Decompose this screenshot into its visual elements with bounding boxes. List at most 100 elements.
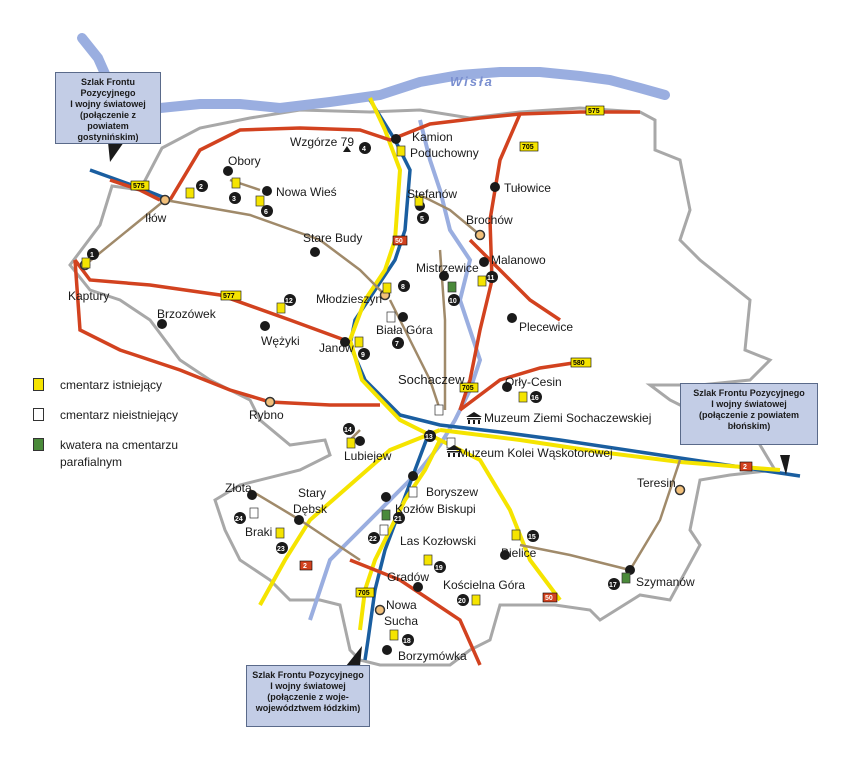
svg-text:7: 7 bbox=[395, 341, 399, 348]
town-label: Kozłów Biskupi bbox=[395, 502, 476, 516]
svg-text:575: 575 bbox=[133, 183, 145, 190]
svg-text:9: 9 bbox=[361, 352, 365, 359]
svg-text:577: 577 bbox=[223, 293, 235, 300]
svg-text:20: 20 bbox=[458, 598, 466, 605]
svg-text:15: 15 bbox=[528, 534, 536, 541]
south-box-pointer bbox=[346, 646, 362, 666]
south-route-box: Szlak Frontu Pozycyjnego I wojny światow… bbox=[246, 665, 370, 727]
town-label: Kościelna Góra bbox=[443, 578, 525, 592]
town-label: Janów bbox=[319, 341, 354, 355]
svg-text:580: 580 bbox=[573, 360, 585, 367]
svg-text:13: 13 bbox=[425, 434, 433, 441]
svg-text:5: 5 bbox=[420, 216, 424, 223]
town-label: Gradów bbox=[387, 570, 429, 584]
town-label: Brzozówek bbox=[157, 307, 217, 321]
town-label: Braki bbox=[245, 525, 272, 539]
town-labels: Wzgórze 79 Kamion Poduchowny Obory Nowa … bbox=[68, 130, 695, 663]
town-label: Bielice bbox=[501, 546, 537, 560]
town-label: Muzeum Ziemi Sochaczewskiej bbox=[484, 411, 651, 425]
west-route-box: Szlak Frontu Pozycyjnego I wojny światow… bbox=[55, 72, 161, 144]
svg-text:2: 2 bbox=[743, 464, 747, 471]
wzgorze-marker-icon bbox=[343, 146, 351, 152]
local-roads bbox=[84, 178, 682, 572]
town-label: Orły-Cesin bbox=[505, 375, 562, 389]
svg-text:705: 705 bbox=[522, 144, 534, 151]
cemetery-icons bbox=[81, 145, 631, 641]
svg-text:21: 21 bbox=[394, 516, 402, 523]
town-label: Młodzieszyn bbox=[316, 292, 382, 306]
town-label: Plecewice bbox=[519, 320, 573, 334]
svg-text:2: 2 bbox=[303, 563, 307, 570]
town-label: Tułowice bbox=[504, 181, 551, 195]
svg-text:22: 22 bbox=[369, 536, 377, 543]
svg-text:4: 4 bbox=[362, 146, 366, 153]
east-box-pointer bbox=[780, 455, 790, 475]
town-label: Kaptury bbox=[68, 289, 109, 303]
town-label: Rybno bbox=[249, 408, 284, 422]
town-label: Nowa Wieś bbox=[276, 185, 337, 199]
town-label: Lubiejew bbox=[344, 449, 392, 463]
svg-text:8: 8 bbox=[401, 284, 405, 291]
west-box-pointer bbox=[108, 142, 124, 162]
town-label: Borzymówka bbox=[398, 649, 467, 663]
svg-text:1: 1 bbox=[90, 252, 94, 259]
vistula-river bbox=[77, 33, 670, 114]
svg-text:705: 705 bbox=[462, 385, 474, 392]
county-border bbox=[68, 106, 778, 667]
legend-item-parish: kwatera na cmentarzu bbox=[33, 438, 178, 452]
road-2 bbox=[258, 428, 781, 606]
town-label: Iłów bbox=[145, 211, 167, 225]
parish-quarter-icon bbox=[33, 438, 44, 451]
town-label: Biała Góra bbox=[376, 323, 433, 337]
town-label: Złota bbox=[225, 481, 252, 495]
road-shields: 575 575 705 50 577 580 705 2 2 50 705 bbox=[130, 105, 753, 603]
town-label: Mistrzewice bbox=[416, 261, 479, 275]
town-label: Wzgórze 79 bbox=[290, 135, 354, 149]
legend-item-parish-cont: parafialnym bbox=[60, 455, 123, 469]
town-hubs bbox=[79, 194, 686, 616]
town-label: Malanowo bbox=[491, 253, 546, 267]
svg-text:575: 575 bbox=[588, 108, 600, 115]
town-label: Obory bbox=[228, 154, 261, 168]
town-label: Wężyki bbox=[261, 334, 300, 348]
road-50 bbox=[347, 97, 562, 602]
town-label: Szymanów bbox=[636, 575, 695, 589]
svg-text:14: 14 bbox=[344, 427, 352, 434]
town-label: Sochaczew bbox=[398, 372, 465, 387]
town-label: Muzeum Kolei Wąskotorowej bbox=[458, 446, 613, 460]
legend-item-nonexistent: cmentarz nieistniejący bbox=[33, 408, 178, 422]
museum-icons bbox=[446, 412, 482, 457]
svg-text:10: 10 bbox=[449, 298, 457, 305]
river-label: Wisła bbox=[450, 74, 494, 89]
svg-text:16: 16 bbox=[531, 395, 539, 402]
svg-text:50: 50 bbox=[545, 595, 553, 602]
east-route-box: Szlak Frontu Pozycyjnego I wojny światow… bbox=[680, 383, 818, 445]
svg-text:705: 705 bbox=[358, 590, 370, 597]
legend-item-existing: cmentarz istniejący bbox=[33, 378, 162, 392]
svg-text:2: 2 bbox=[199, 184, 203, 191]
svg-text:12: 12 bbox=[285, 298, 293, 305]
road-577 bbox=[73, 258, 380, 407]
town-label: Las Kozłowski bbox=[400, 534, 476, 548]
svg-text:3: 3 bbox=[232, 196, 236, 203]
existing-cemetery-icon bbox=[33, 378, 44, 391]
town-label: Teresin bbox=[637, 476, 676, 490]
road-580 bbox=[458, 360, 581, 412]
town-label: Stary bbox=[298, 486, 326, 500]
svg-text:23: 23 bbox=[277, 546, 285, 553]
svg-text:24: 24 bbox=[235, 516, 243, 523]
svg-text:17: 17 bbox=[609, 582, 617, 589]
svg-text:19: 19 bbox=[435, 565, 443, 572]
town-label: Poduchowny bbox=[410, 146, 479, 160]
railway-south bbox=[363, 429, 432, 661]
town-label: Nowa bbox=[386, 598, 417, 612]
svg-text:18: 18 bbox=[403, 638, 411, 645]
road-red-south bbox=[349, 558, 482, 666]
town-label: Stare Budy bbox=[303, 231, 362, 245]
svg-text:11: 11 bbox=[487, 275, 495, 282]
svg-text:6: 6 bbox=[264, 209, 268, 216]
svg-text:50: 50 bbox=[395, 238, 403, 245]
nonexistent-cemetery-icon bbox=[33, 408, 44, 421]
